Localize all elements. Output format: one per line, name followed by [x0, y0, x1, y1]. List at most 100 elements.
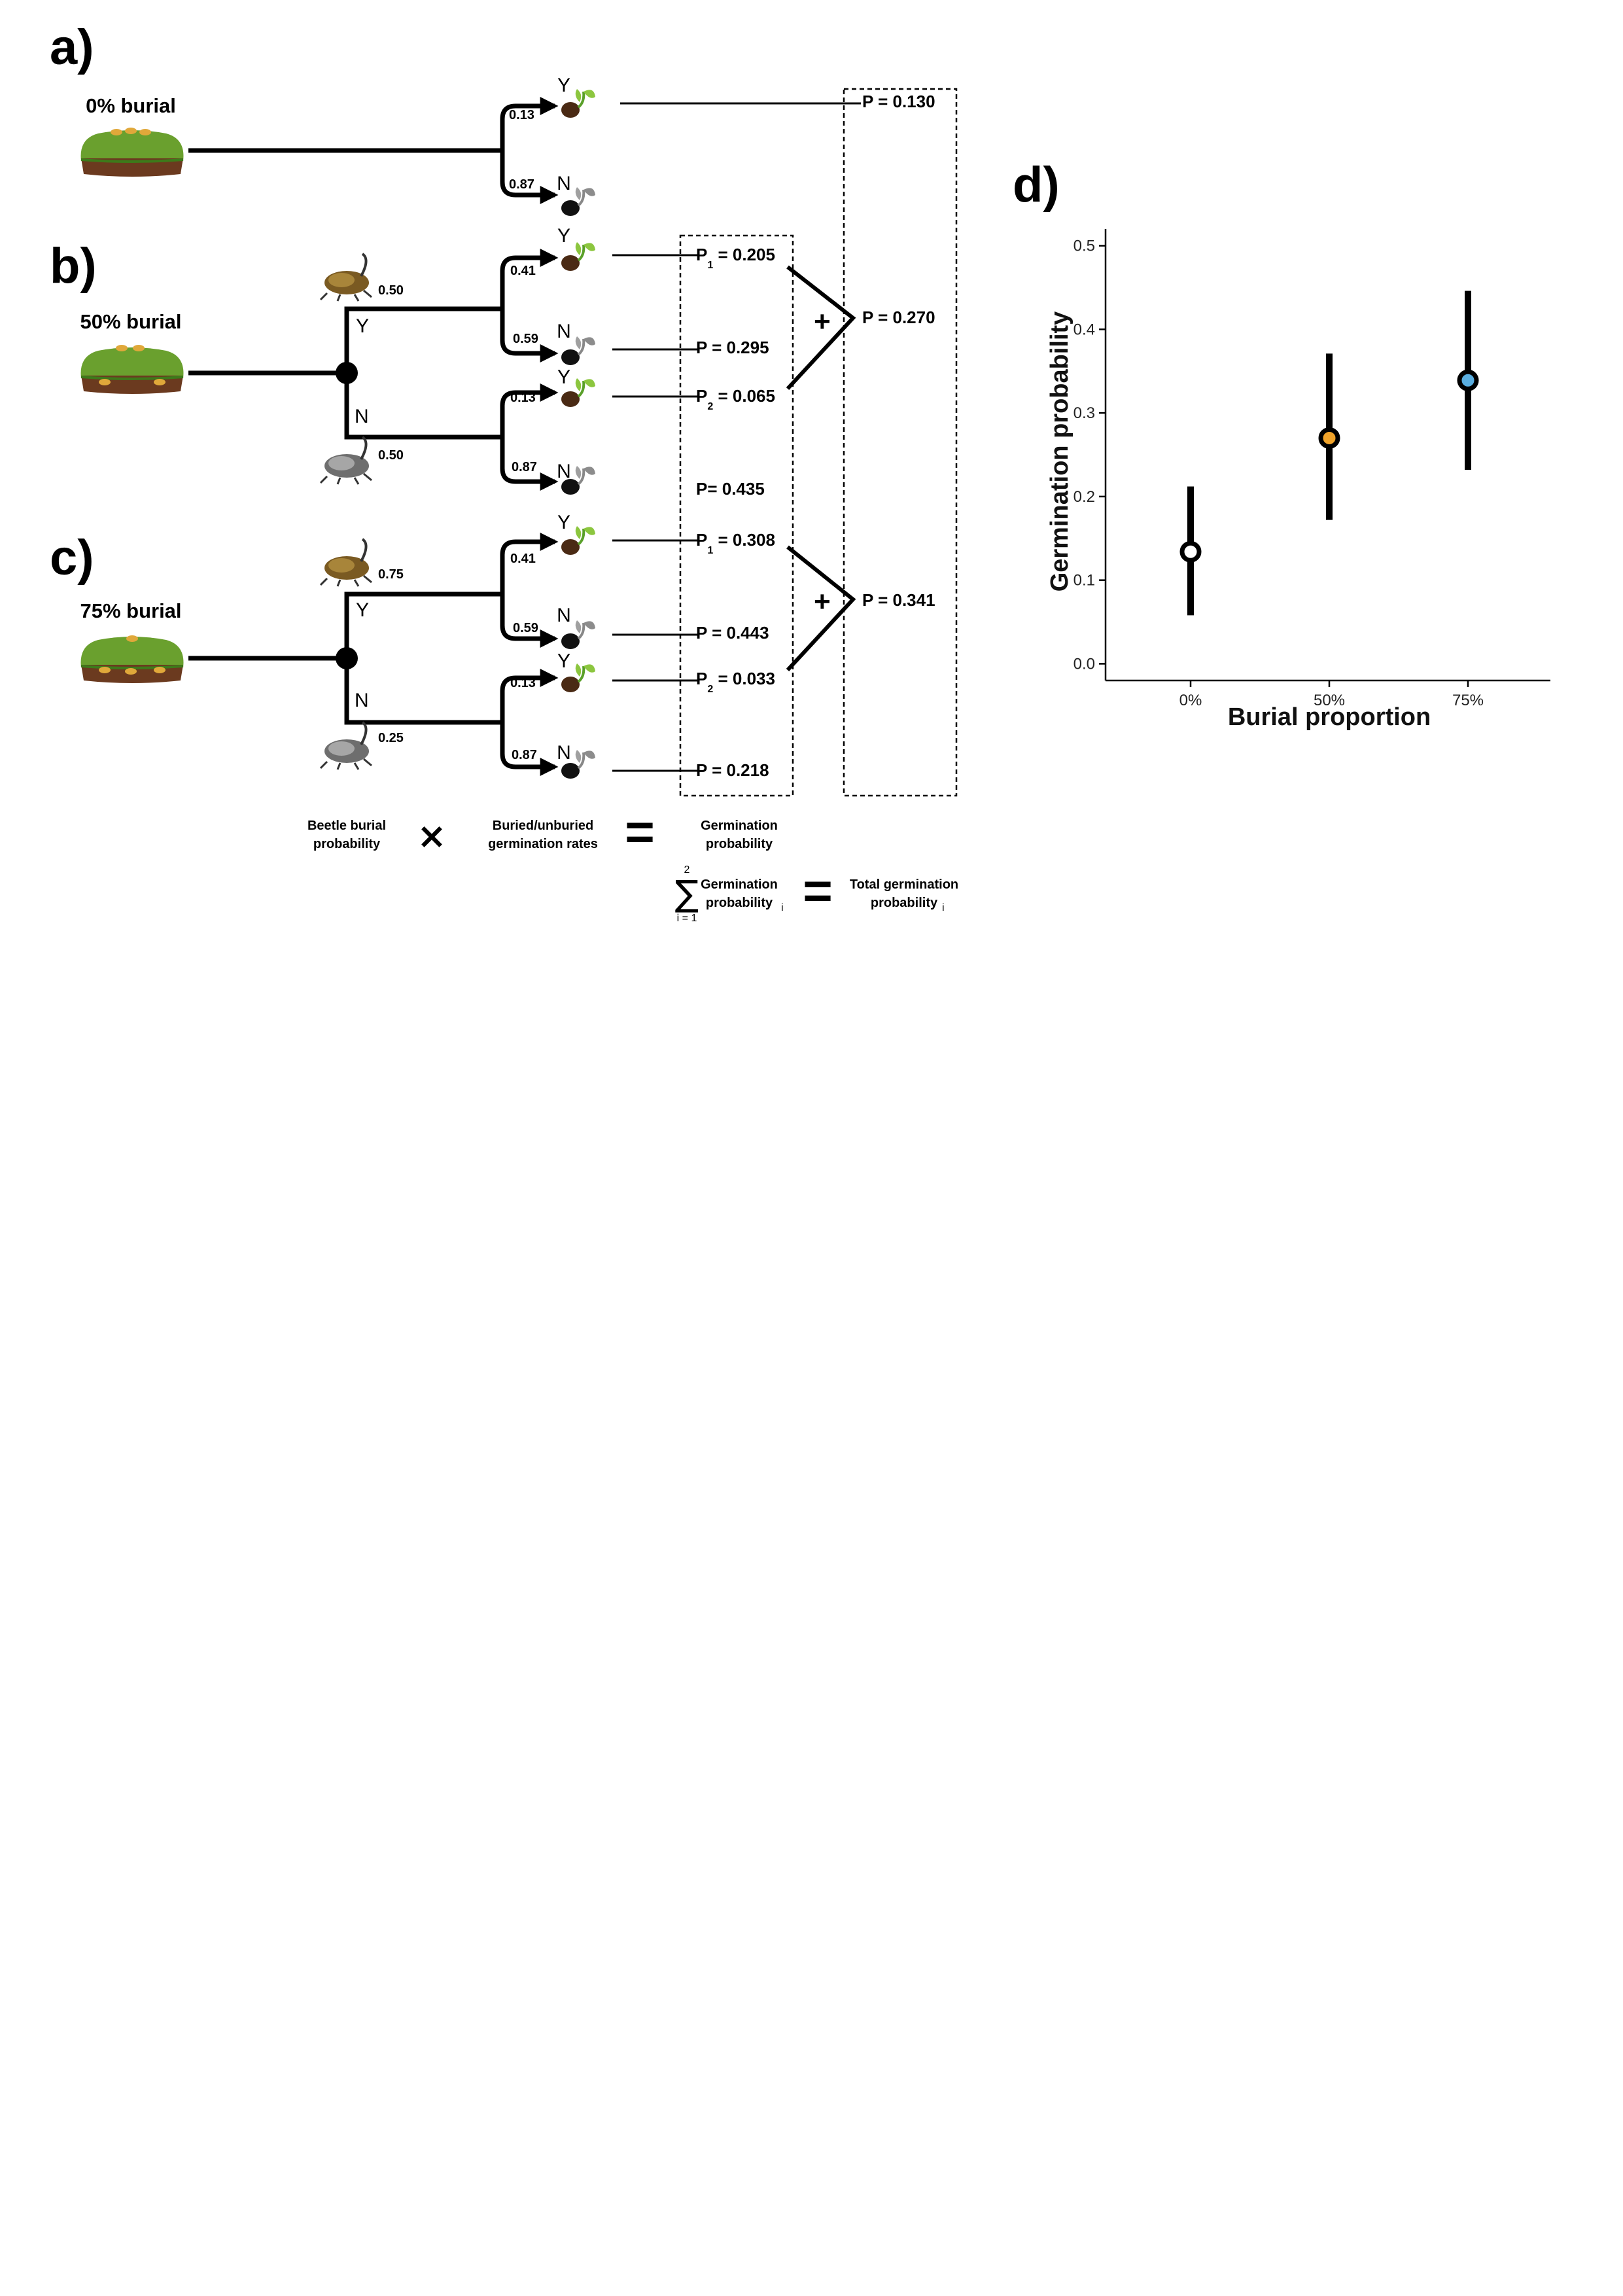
germination-prob-box: [679, 234, 794, 797]
total-prob-a: P = 0.130: [862, 92, 935, 111]
prob-buried-germinated-b: P1 = 0.205: [696, 245, 775, 271]
unburied-germ-yes-b: 0.13: [510, 391, 536, 405]
total-germination-label: Total germination: [850, 877, 958, 892]
y-tick-label: 0.4: [1073, 321, 1095, 338]
unburied-germ-no-c: 0.87: [512, 748, 537, 762]
buried-germ-no-b: 0.59: [513, 332, 538, 346]
x-tick-label: 50%: [1314, 692, 1345, 709]
beetle-burial-label-2: probability: [313, 837, 381, 851]
data-point: [1179, 540, 1202, 563]
germination-prob-label: Germination: [701, 819, 778, 833]
label-y: Y: [557, 650, 570, 672]
total-germination-label-2: probability: [871, 896, 938, 910]
y-tick-label: 0.0: [1073, 655, 1095, 673]
burying-beetle-icon: [319, 538, 373, 588]
beetle-prob-yes-b: 0.50: [378, 283, 404, 298]
unburied-germ-yes-c: 0.13: [510, 676, 536, 690]
total-prob-c: P = 0.341: [862, 590, 935, 610]
y-tick-label: 0.1: [1073, 572, 1095, 590]
chart-marks: 0.0 0.1 0.2 0.3 0.4 0.5 0% 50% 75%: [1073, 238, 1484, 709]
data-point: [1318, 427, 1340, 449]
burying-beetle-icon: [319, 253, 373, 302]
y-tick-label: 0.2: [1073, 488, 1095, 506]
non-burying-beetle-icon: [319, 721, 373, 771]
equation-legend: Beetle burial probability × Buried/unbur…: [307, 803, 958, 924]
equals-sign: =: [625, 803, 655, 860]
panel-letter-c: c): [50, 530, 94, 586]
panel-letter-b: b): [50, 238, 97, 294]
label-n: N: [557, 173, 571, 194]
beetle-prob-no-b: 0.50: [378, 448, 404, 463]
label-y: Y: [557, 512, 570, 533]
germ-prob-no-a: 0.87: [509, 177, 534, 192]
prob-unburied-germinated-b: P2 = 0.065: [696, 386, 775, 412]
subscript-i: i: [942, 902, 945, 913]
label-y: Y: [356, 315, 369, 337]
sum-symbol: ∑: [675, 873, 699, 914]
y-tick-label: 0.3: [1073, 404, 1095, 422]
buried-seeds-icon: [99, 345, 166, 385]
rates-label-2: germination rates: [488, 837, 598, 851]
burial-label-c: 75% burial: [80, 599, 181, 622]
germ-prob-yes-a: 0.13: [509, 108, 534, 122]
subscript-i: i: [781, 902, 784, 913]
times-sign: ×: [417, 815, 446, 857]
sum-upper-limit: 2: [684, 864, 690, 875]
buried-germ-no-c: 0.59: [513, 621, 538, 635]
prob-unburied-ungerminated-b: P= 0.435: [696, 479, 765, 499]
label-n: N: [557, 321, 571, 342]
dung-mound-icon: [79, 346, 185, 395]
y-tick-label: 0.5: [1073, 238, 1095, 255]
label-n: N: [557, 461, 571, 482]
label-n: N: [355, 690, 369, 711]
unburied-germ-no-b: 0.87: [512, 460, 537, 474]
germination-chart: 0.0 0.1 0.2 0.3 0.4 0.5 0% 50% 75% Burial propor…: [1046, 229, 1550, 731]
x-tick-label: 0%: [1179, 692, 1202, 709]
label-n: N: [557, 605, 571, 626]
label-y: Y: [557, 225, 570, 247]
panel-a: a) 0% burial 0.13 0.87 Y N P = 0.130: [50, 20, 935, 217]
dung-mound-icon: [79, 129, 185, 178]
buried-germ-yes-c: 0.41: [510, 552, 536, 566]
label-y: Y: [557, 366, 570, 388]
sum-lower-limit: i = 1: [677, 913, 697, 924]
prob-unburied-ungerminated-c: P = 0.218: [696, 760, 769, 780]
germination-prob-label-2: probability: [706, 837, 773, 851]
sum-germination-label: Germination: [701, 877, 778, 892]
beetle-prob-no-c: 0.25: [378, 731, 404, 745]
prob-buried-ungerminated-b: P = 0.295: [696, 338, 769, 357]
label-y: Y: [557, 75, 570, 96]
figure: a) 0% burial 0.13 0.87 Y N P = 0.130 b) …: [50, 20, 1550, 924]
x-tick-label: 75%: [1452, 692, 1484, 709]
total-prob-box: [843, 88, 958, 797]
equals-sign: =: [803, 862, 833, 919]
plus-sign: +: [814, 586, 831, 618]
prob-unburied-germinated-c: P2 = 0.033: [696, 669, 775, 695]
non-burying-beetle-icon: [319, 436, 373, 486]
sum-germination-label-2: probability: [706, 896, 773, 910]
buried-seeds-icon: [99, 635, 166, 675]
label-y: Y: [356, 599, 369, 621]
burial-label-a: 0% burial: [86, 94, 176, 117]
label-n: N: [557, 742, 571, 764]
panel-c: c) 75% burial 0.75 0.25 Y N 0.41 0.59 0.…: [50, 512, 935, 780]
dung-seeds-icon: [111, 128, 151, 135]
rates-label: Buried/unburied: [493, 819, 593, 833]
label-n: N: [355, 406, 369, 427]
prob-buried-ungerminated-c: P = 0.443: [696, 623, 769, 643]
buried-germ-yes-b: 0.41: [510, 264, 536, 278]
total-prob-b: P = 0.270: [862, 308, 935, 327]
y-axis-label: Germination probability: [1046, 311, 1073, 592]
panel-letter-d: d): [1013, 157, 1060, 213]
x-axis-label: Burial proportion: [1228, 703, 1431, 731]
beetle-prob-yes-c: 0.75: [378, 567, 404, 582]
beetle-burial-label: Beetle burial: [307, 819, 386, 833]
prob-buried-germinated-c: P1 = 0.308: [696, 530, 775, 556]
panel-letter-a: a): [50, 20, 94, 75]
dung-mound-icon: [79, 635, 185, 684]
plus-sign: +: [814, 306, 831, 338]
data-point: [1457, 369, 1479, 391]
panel-b: b) 50% burial 0.50 0.50 Y N 0.41 0.59 0.…: [50, 225, 935, 499]
panel-d: d) 0.0 0.1 0.2 0.3 0.4 0.5 0% 50% 75% Burial pro…: [1013, 157, 1550, 731]
burial-label-b: 50% burial: [80, 310, 181, 333]
